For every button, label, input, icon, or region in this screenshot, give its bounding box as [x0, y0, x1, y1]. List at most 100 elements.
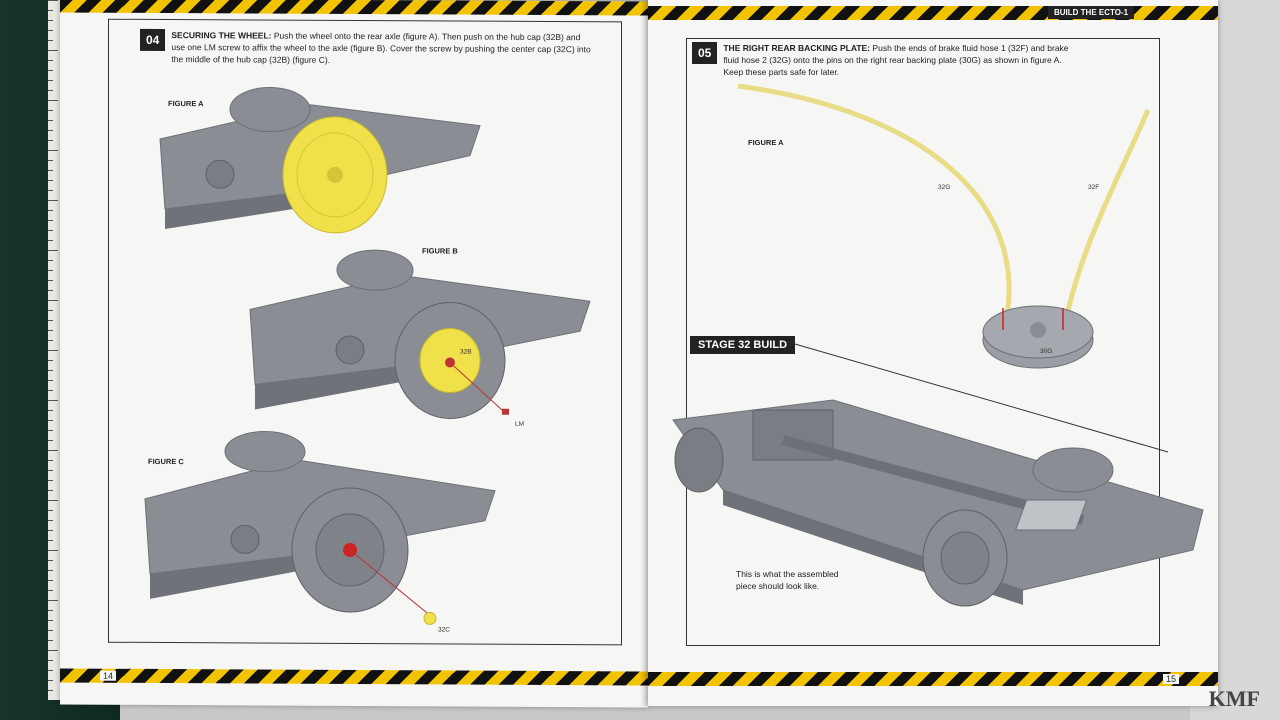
ruler-tick — [48, 20, 53, 21]
ruler-tick — [48, 230, 53, 231]
watermark-logo: KMF — [1208, 686, 1260, 711]
ruler-tick — [48, 600, 58, 601]
ruler-tick — [48, 570, 53, 571]
ruler-tick — [48, 590, 53, 591]
ruler-tick — [48, 470, 53, 471]
page-number: 15 — [1163, 674, 1180, 684]
ruler-tick — [48, 200, 58, 201]
ruler-tick — [48, 210, 53, 211]
ruler-tick — [48, 70, 53, 71]
ruler-tick — [48, 260, 53, 261]
ruler-tick — [48, 110, 53, 111]
ruler-tick — [48, 510, 53, 511]
ruler-tick — [48, 380, 53, 381]
part-32f-label: 32F — [1088, 184, 1100, 191]
part-32b-label: 32B — [460, 348, 472, 356]
ruler-tick — [48, 320, 53, 321]
ruler-tick — [48, 580, 53, 581]
ruler-tick — [48, 40, 53, 41]
step-05: 05 THE RIGHT REAR BACKING PLATE: Push th… — [692, 42, 1083, 78]
left-page: 14 04 SECURING THE WHEEL: Push the wheel… — [60, 0, 648, 708]
ruler-tick — [48, 670, 53, 671]
ruler-tick — [48, 680, 53, 681]
ruler-tick — [48, 490, 53, 491]
ruler-tick — [48, 660, 53, 661]
ruler-tick — [48, 270, 53, 271]
ruler-tick — [48, 220, 53, 221]
assembled-chassis-illustration — [672, 399, 1204, 607]
ruler-tick — [48, 120, 53, 121]
figure-c-illustration — [144, 431, 496, 625]
section-header: BUILD THE ECTO-1 — [1048, 6, 1135, 19]
ruler-tick — [48, 400, 58, 401]
part-30g-label: 30G — [1040, 348, 1053, 355]
ruler-tick — [48, 300, 58, 301]
divider-line — [787, 341, 1169, 453]
ruler-tick — [48, 100, 58, 101]
ruler-tick — [48, 420, 53, 421]
step-instructions: SECURING THE WHEEL: Push the wheel onto … — [171, 29, 591, 67]
ruler-tick — [48, 650, 58, 651]
stage-build-badge: STAGE 32 BUILD — [690, 336, 796, 354]
ruler-tick — [48, 620, 53, 621]
page-number: 14 — [100, 670, 117, 681]
ruler-tick — [48, 550, 58, 551]
ruler-tick — [48, 170, 53, 171]
hazard-stripe-top — [60, 0, 648, 16]
figure-b-illustration — [249, 249, 591, 420]
hazard-stripe-bottom — [60, 668, 648, 686]
part-32g-label: 32G — [938, 184, 951, 191]
step-number: 04 — [140, 28, 166, 52]
step-title: THE RIGHT REAR BACKING PLATE: — [723, 43, 871, 53]
ruler-tick — [48, 240, 53, 241]
ruler-tick — [48, 610, 53, 611]
ruler-tick — [48, 130, 53, 131]
ruler-tick — [48, 630, 53, 631]
step-instructions: THE RIGHT REAR BACKING PLATE: Push the e… — [723, 42, 1083, 78]
ruler-tick — [48, 0, 58, 1]
ruler-tick — [48, 480, 53, 481]
ruler-tick — [48, 500, 58, 501]
ruler-tick — [48, 440, 53, 441]
ruler-tick — [48, 30, 53, 31]
step-body: Push the ends of brake fluid hose 1 (32F… — [723, 43, 1069, 77]
ruler-tick — [48, 430, 53, 431]
ruler-tick — [48, 80, 53, 81]
ruler-tick — [48, 370, 53, 371]
right-page: BUILD THE ECTO-1 15 05 THE RIGHT REAR BA… — [648, 0, 1218, 706]
ruler-tick — [48, 180, 53, 181]
ruler-tick — [48, 640, 53, 641]
ruler-tick — [48, 290, 53, 291]
ruler-tick — [48, 450, 58, 451]
ruler-tick — [48, 410, 53, 411]
ruler-tick — [48, 190, 53, 191]
ruler-tick — [48, 520, 53, 521]
ruler-tick — [48, 530, 53, 531]
ruler-tick — [48, 560, 53, 561]
step-title: SECURING THE WHEEL: — [171, 30, 272, 41]
ruler-tick — [48, 350, 58, 351]
ruler-tick — [48, 460, 53, 461]
ruler-tick — [48, 10, 53, 11]
figure-a-illustration — [159, 87, 481, 234]
ruler-tick — [48, 690, 53, 691]
page-frame — [686, 38, 1160, 646]
hazard-stripe-bottom — [648, 672, 1218, 686]
ruler-tick — [48, 540, 53, 541]
ruler-tick — [48, 60, 53, 61]
part-lm-label: LM — [515, 420, 525, 428]
part-32c-label: 32C — [438, 626, 450, 634]
figure-a-hoses-illustration — [737, 83, 1151, 369]
ruler-tick — [48, 90, 53, 91]
ruler-tick — [48, 360, 53, 361]
ruler-tick — [48, 160, 53, 161]
step-number: 05 — [692, 42, 718, 64]
ruler-tick — [48, 330, 53, 331]
figure-a-label: FIGURE A — [748, 138, 784, 147]
step-04: 04 SECURING THE WHEEL: Push the wheel on… — [140, 28, 591, 67]
ruler-tick — [48, 50, 58, 51]
ruler-tick — [48, 140, 53, 141]
ruler-tick — [48, 340, 53, 341]
assembled-caption: This is what the assembled piece should … — [736, 569, 839, 591]
ruler-tick — [48, 250, 58, 251]
